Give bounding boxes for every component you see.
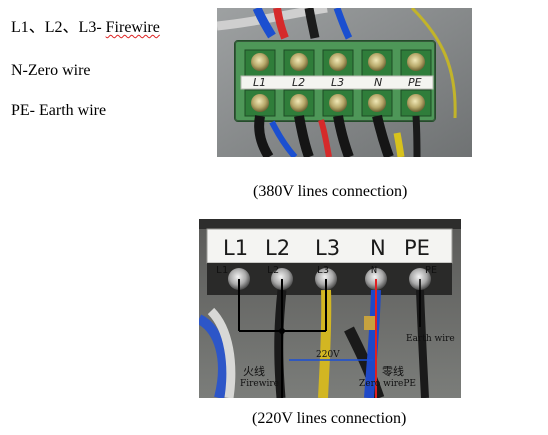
label-l1: L1 — [253, 76, 266, 89]
caption-220v: (220V lines connection) — [252, 410, 407, 427]
strip-label-n: N — [370, 236, 386, 260]
label-l3: L3 — [331, 76, 344, 89]
legend-zero-wire: N-Zero wire — [11, 62, 91, 79]
legend-firewire: L1、L2、L3- Firewire — [11, 18, 160, 38]
zero-wire-cn: 零线 — [382, 364, 404, 378]
earth-wire-label: Earth wire — [406, 334, 455, 344]
terminal-tag-n: N — [371, 265, 377, 276]
terminal-tag-l1: L1 — [216, 265, 228, 276]
voltage-label: 220V — [316, 350, 340, 360]
strip-label-l3: L3 — [315, 236, 340, 260]
photo-220v-illustration: L1 L2 L3 N PE L1 L2 L3 N PE — [199, 219, 461, 398]
terminal-tag-l3: L3 — [317, 265, 329, 276]
screw-icon — [251, 94, 269, 112]
legend-firewire-prefix: L1、L2、L3- — [11, 19, 106, 36]
strip-label-pe: PE — [404, 236, 430, 260]
terminal-row-bottom — [244, 89, 432, 117]
fire-wire-cn: 火线 — [243, 364, 265, 378]
screw-icon — [368, 94, 386, 112]
screw-icon — [329, 94, 347, 112]
terminal-row-top — [244, 49, 432, 77]
screw-icon — [368, 53, 386, 71]
screw-icon — [290, 53, 308, 71]
photo-380v-illustration: L1 L2 L3 N PE — [217, 8, 472, 157]
screw-icon — [290, 94, 308, 112]
label-pe: PE — [408, 76, 422, 89]
strip-label-l2: L2 — [265, 236, 290, 260]
label-n: N — [374, 76, 382, 89]
photo-380v-terminal-block: L1 L2 L3 N PE — [217, 8, 472, 157]
zero-wire-en: Zero wirePE — [359, 379, 416, 389]
strip-label-l1: L1 — [223, 236, 248, 260]
label-l2: L2 — [292, 76, 305, 89]
screw-icon — [329, 53, 347, 71]
caption-380v: (380V lines connection) — [253, 183, 408, 200]
screw-icon — [407, 94, 425, 112]
terminal-tag-pe: PE — [425, 265, 437, 276]
terminal-tag-l2: L2 — [267, 265, 279, 276]
legend-firewire-word: Firewire — [105, 19, 160, 36]
screw-icon — [407, 53, 425, 71]
fire-wire-en: Firewire — [240, 379, 279, 389]
legend-earth-wire: PE- Earth wire — [11, 102, 107, 119]
photo-220v-terminal-block: L1 L2 L3 N PE L1 L2 L3 N PE — [199, 219, 461, 398]
screw-icon — [251, 53, 269, 71]
